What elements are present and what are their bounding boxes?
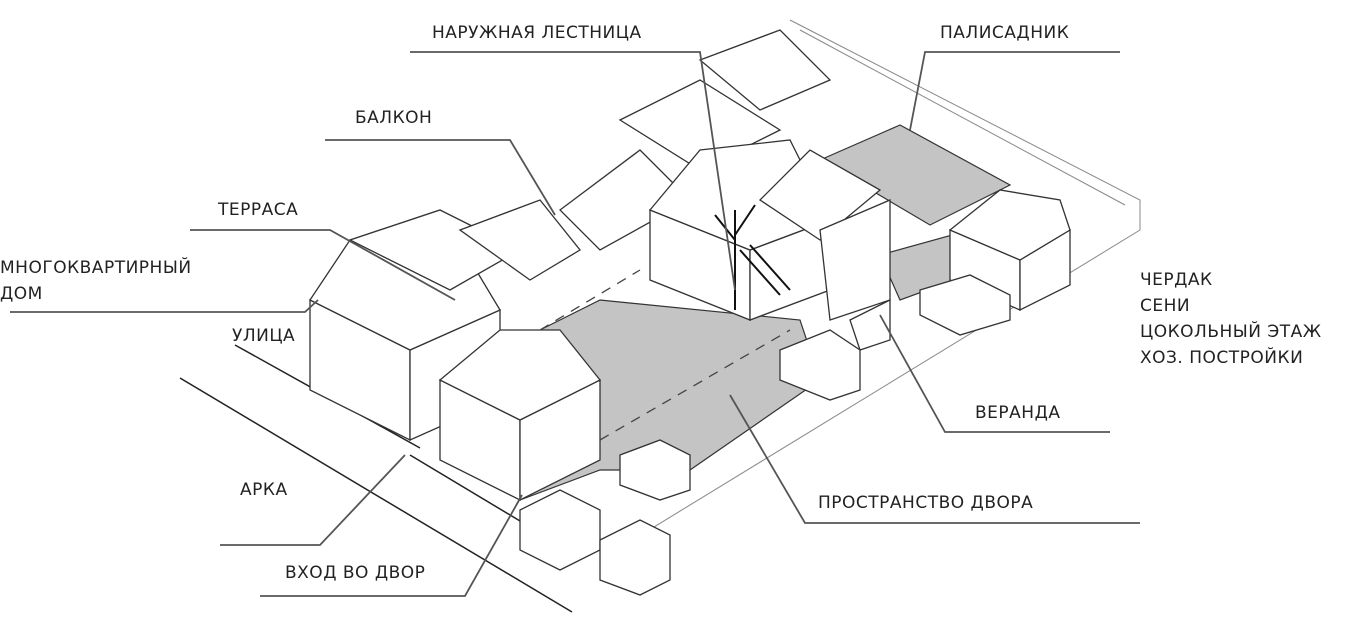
label-apartment-house-line2: ДОМ: [0, 284, 43, 304]
legend-item-entryway: СЕНИ: [1140, 296, 1191, 316]
leader-lines: [10, 51, 1140, 597]
stair-tree: [714, 204, 791, 310]
legend-item-outbuildings: ХОЗ. ПОСТРОЙКИ: [1140, 348, 1304, 368]
legend-list: ЧЕРДАК СЕНИ ЦОКОЛЬНЫЙ ЭТАЖ ХОЗ. ПОСТРОЙК…: [1140, 267, 1322, 371]
label-street: УЛИЦА: [232, 326, 296, 346]
label-outer-stair: НАРУЖНАЯ ЛЕСТНИЦА: [432, 23, 642, 43]
label-terrace: ТЕРРАСА: [218, 200, 299, 220]
label-veranda: ВЕРАНДА: [975, 403, 1061, 423]
dashed-courtyard-lines: [539, 269, 791, 441]
label-courtyard-space: ПРОСТРАНСТВО ДВОРА: [818, 493, 1034, 513]
legend-item-attic: ЧЕРДАК: [1140, 270, 1213, 290]
label-apartment-house-line1: МНОГОКВАРТИРНЫЙ: [0, 258, 192, 278]
label-arch: АРКА: [240, 480, 288, 500]
label-front-garden: ПАЛИСАДНИК: [940, 23, 1070, 43]
site-boundary: [599, 19, 1141, 561]
label-courtyard-entrance: ВХОД ВО ДВОР: [285, 563, 426, 583]
buildings: [309, 29, 1071, 596]
label-balcony: БАЛКОН: [355, 108, 433, 128]
legend-item-basement: ЦОКОЛЬНЫЙ ЭТАЖ: [1140, 322, 1322, 342]
